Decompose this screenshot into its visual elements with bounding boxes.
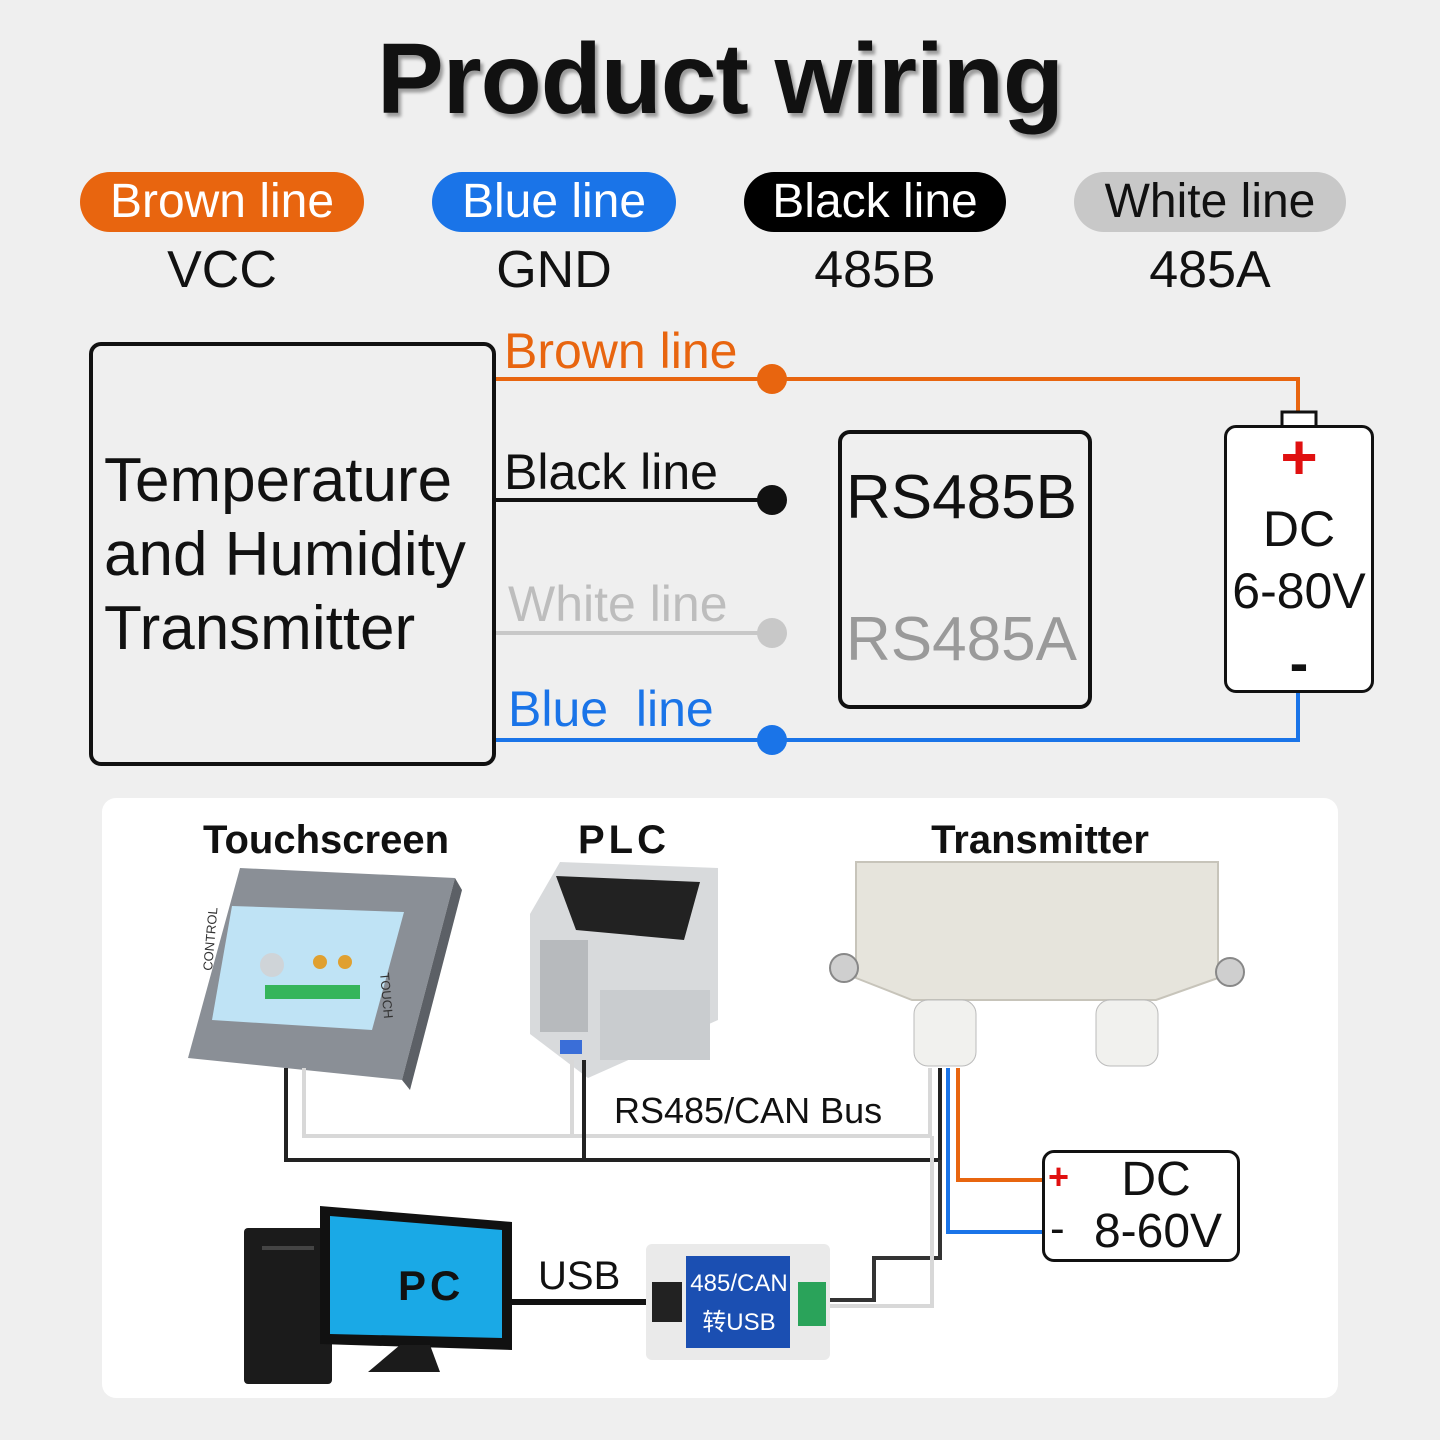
legend-black: Black line: [744, 172, 1006, 232]
brown-wire-label: Brown line: [504, 323, 738, 379]
usb-label: USB: [538, 1254, 621, 1298]
legend-brown-signal: VCC: [167, 241, 277, 299]
power-blue-wire: [946, 1068, 1044, 1234]
transmitter-label: Transmitter: [931, 818, 1149, 862]
legend-white-signal: 485A: [1149, 241, 1271, 299]
legend-blue-signal: GND: [496, 241, 612, 299]
dc-supply-plus: +: [1048, 1156, 1070, 1197]
legend-white: White line: [1074, 172, 1346, 232]
device-line-1: Temperature: [104, 446, 453, 515]
transmitter-enclosure: [829, 861, 1245, 1067]
bus-label: RS485/CAN Bus: [614, 1090, 883, 1131]
battery-plus: +: [1280, 421, 1318, 493]
legend-brown: Brown line: [80, 172, 364, 232]
rs485-box: [838, 430, 1092, 709]
battery-minus: -: [1289, 631, 1309, 694]
dc-supply-label: DC: [1121, 1153, 1191, 1206]
touchscreen-device: [188, 868, 462, 1090]
blue-wire-label: Blue line: [508, 681, 714, 737]
dc-supply-minus: -: [1050, 1204, 1065, 1253]
rs485b-label: RS485B: [846, 463, 1077, 532]
blue-node: [757, 725, 787, 755]
device-name: Temperature and Humidity Transmitter: [104, 444, 466, 666]
battery-box: [1224, 425, 1374, 693]
brown-node: [757, 364, 787, 394]
legend-black-signal: 485B: [814, 241, 936, 299]
battery-voltage: 6-80V: [1232, 563, 1366, 619]
converter-white-wire: [828, 1136, 934, 1308]
dc-supply-voltage: 8-60V: [1093, 1205, 1223, 1258]
converter-text-1: 485/CAN: [690, 1270, 788, 1297]
transmitter-device-box: [89, 342, 496, 766]
dc-supply-box: [1042, 1150, 1240, 1262]
bus-black-wire: [284, 1068, 942, 1162]
touchscreen-label: Touchscreen: [203, 818, 449, 862]
power-brown-wire: [956, 1068, 1044, 1182]
device-line-3: Transmitter: [104, 594, 416, 663]
pc-device: [244, 1206, 512, 1384]
converter-text-2: 转USB: [702, 1309, 776, 1336]
black-wire-label: Black line: [504, 444, 718, 500]
black-node: [757, 485, 787, 515]
page-title: Product wiring: [377, 23, 1064, 135]
converter-black-wire: [828, 1160, 942, 1302]
pc-label: PC: [398, 1262, 465, 1309]
legend-blue: Blue line: [432, 172, 676, 232]
white-node: [757, 618, 787, 648]
battery-dc: DC: [1262, 501, 1336, 557]
rs485a-label: RS485A: [846, 605, 1077, 674]
white-wire-label: White line: [508, 576, 728, 632]
device-line-2: and Humidity: [104, 520, 466, 589]
plc-label: PLC: [578, 818, 670, 862]
tank-icon: [260, 953, 284, 977]
bus-white-wire: [302, 1068, 932, 1138]
plc-device: [530, 862, 718, 1078]
wiring-lines: [494, 364, 1318, 755]
converter-device: [646, 1244, 830, 1360]
